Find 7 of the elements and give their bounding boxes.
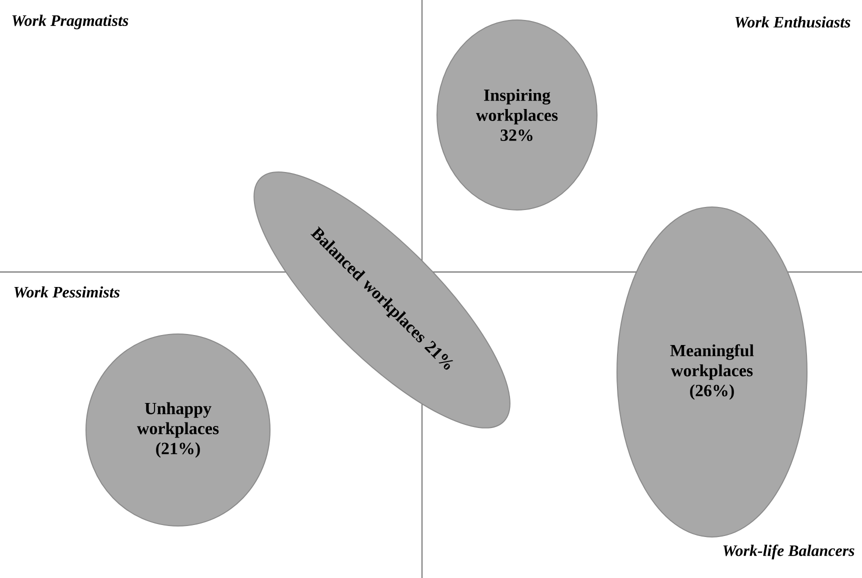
ellipse-bubble: Inspiring workplaces 32% [436, 20, 598, 210]
quadrant-label: Work Pessimists [14, 286, 120, 298]
ellipse-bubble: Meaningful workplaces (26%) [616, 206, 808, 538]
quadrant-label: Work Enthusiasts [735, 16, 850, 28]
ellipse-bubble: Unhappy workplaces (21%) [86, 334, 270, 526]
quadrant-label: Work Pragmatists [12, 14, 128, 30]
quadrant-label: Work-life Balancers [723, 544, 854, 560]
